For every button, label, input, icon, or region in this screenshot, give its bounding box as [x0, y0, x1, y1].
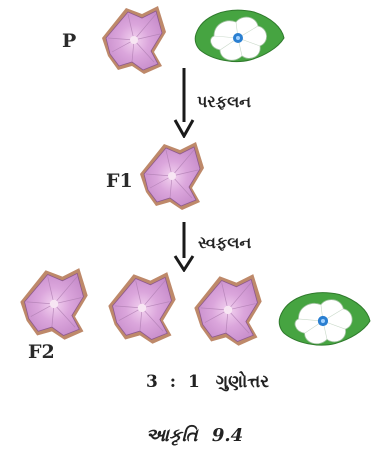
parent-purple-flower: [96, 4, 172, 78]
cross-fertilization-label: પરફલન: [197, 94, 251, 110]
arrow-self: [172, 220, 196, 272]
f2-purple-flower-2: [102, 270, 182, 348]
label-f1: F1: [106, 172, 133, 191]
ratio-left: 3: [146, 372, 158, 392]
arrow-cross: [172, 66, 196, 138]
parent-white-flower: [194, 8, 286, 66]
f2-purple-flower-3: [188, 272, 268, 350]
self-fertilization-label: સ્વફલન: [198, 235, 251, 251]
f2-purple-flower-1: [14, 266, 94, 344]
ratio-right: 1: [188, 372, 200, 392]
ratio-separator: :: [170, 372, 176, 392]
caption-word: આકૃતિ: [146, 425, 198, 446]
f1-purple-flower: [134, 140, 210, 214]
figure-caption: આકૃતિ 9.4: [146, 425, 243, 446]
caption-number: 9.4: [212, 425, 243, 446]
label-f2: F2: [28, 343, 55, 362]
f2-white-flower: [278, 290, 372, 350]
ratio-word: ગુણોત્તર: [216, 372, 269, 392]
ratio-line: 3 : 1 ગુણોત્તર: [146, 372, 269, 392]
label-p: P: [62, 32, 76, 51]
